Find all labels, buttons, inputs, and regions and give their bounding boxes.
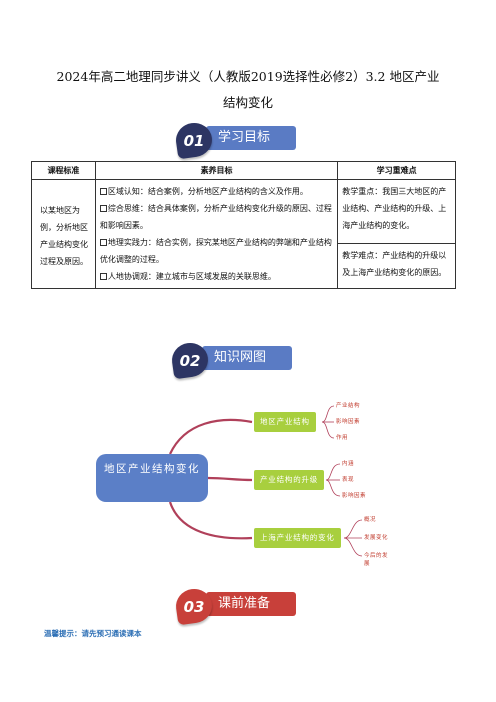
section-label-objectives: 学习目标 <box>206 126 296 150</box>
connector-branch-1 <box>169 418 253 455</box>
checkbox-icon <box>99 188 107 195</box>
table-row: 教学难点：产业结构的升级以及上海产业结构变化的原因。 <box>32 242 456 290</box>
leaf-item: 影响因素 <box>336 419 361 425</box>
literacy-item: 地理实践力：结合实例，探究某地区产业结构的弊端和产业结构优化调整的过程。 <box>99 238 332 264</box>
checkbox-icon <box>99 239 107 246</box>
standard-cell: 以某地区为例，分析地区产业结构变化过程及原因。 <box>31 179 96 289</box>
preview-tip: 温馨提示：请先预习通读课本 <box>44 629 142 638</box>
mind-map-connectors <box>168 405 363 557</box>
branch-node-shanghai-change: 上海产业结构的变化 <box>254 528 341 548</box>
branch-node-upgrade: 产业结构的升级 <box>254 470 325 490</box>
section-banner-objectives: 学习目标 01 <box>173 120 326 160</box>
title-line-1: 2024年高二地理同步讲义（人教版2019选择性必修2）3.2 地区产业 <box>56 69 440 84</box>
section-number: 02 <box>179 352 201 370</box>
section-banner-preparation: 课前准备 03 <box>173 586 326 626</box>
document-title: 2024年高二地理同步讲义（人教版2019选择性必修2）3.2 地区产业 结构变… <box>30 64 466 116</box>
leaf-item: 作用 <box>336 435 349 441</box>
difficult-point-cell: 教学难点：产业结构的升级以及上海产业结构变化的原因。 <box>337 242 456 290</box>
key-point-cell: 教学重点：我国三大地区的产业结构、产业结构的升级、上海产业结构的变化。 <box>337 179 456 244</box>
literacy-item: 区域认知：结合案例，分析地区产业结构的含义及作用。 <box>99 183 333 200</box>
literacy-item: 人地协调观：建立城市与区域发展的关联思维。 <box>99 268 333 285</box>
leaf-item: 表现 <box>342 477 355 483</box>
section-number: 01 <box>183 132 205 150</box>
header-literacy: 素养目标 <box>94 161 339 180</box>
section-banner-knowledge-map: 知识网图 02 <box>169 340 322 380</box>
branch-node-regional-structure: 地区产业结构 <box>254 412 316 432</box>
literacy-item: 综合思维：结合具体案例，分析产业结构变化升级的原因、过程和影响因素。 <box>99 204 332 230</box>
header-standard: 课程标准 <box>31 161 96 180</box>
header-key-points: 学习重难点 <box>337 161 456 180</box>
literacy-cell: 区域认知：结合案例，分析地区产业结构的含义及作用。 综合思维：结合具体案例，分析… <box>94 179 339 289</box>
knowledge-mind-map: 地区产业结构变化 地区产业结构 产业结构的升级 上海产业结构的变化 产业结构 影… <box>90 392 390 592</box>
connector-branch-3 <box>168 501 253 540</box>
section-number: 03 <box>183 598 205 616</box>
checkbox-icon <box>99 273 107 280</box>
table-row: 以某地区为例，分析地区产业结构变化过程及原因。 区域认知：结合案例，分析地区产业… <box>31 179 456 289</box>
checkbox-icon <box>99 205 107 212</box>
objectives-table: 课程标准 素养目标 学习重难点 以某地区为例，分析地区产业结构变化过程及原因。 … <box>31 161 456 290</box>
section-label-preparation: 课前准备 <box>206 592 296 616</box>
leaf-item: 产业结构 <box>336 403 361 409</box>
leaf-item: 今后的发展 <box>364 553 389 567</box>
leaf-item: 发展变化 <box>364 535 389 541</box>
leaf-item: 影响因素 <box>342 493 367 499</box>
central-topic-node: 地区产业结构变化 <box>96 454 208 502</box>
connector-branch-2 <box>207 476 253 482</box>
leaf-item: 内涵 <box>342 461 355 467</box>
title-line-2: 结构变化 <box>222 95 273 110</box>
section-label-knowledge-map: 知识网图 <box>202 346 292 370</box>
table-header-row: 课程标准 素养目标 学习重难点 <box>31 161 456 180</box>
leaf-item: 概况 <box>364 517 377 523</box>
